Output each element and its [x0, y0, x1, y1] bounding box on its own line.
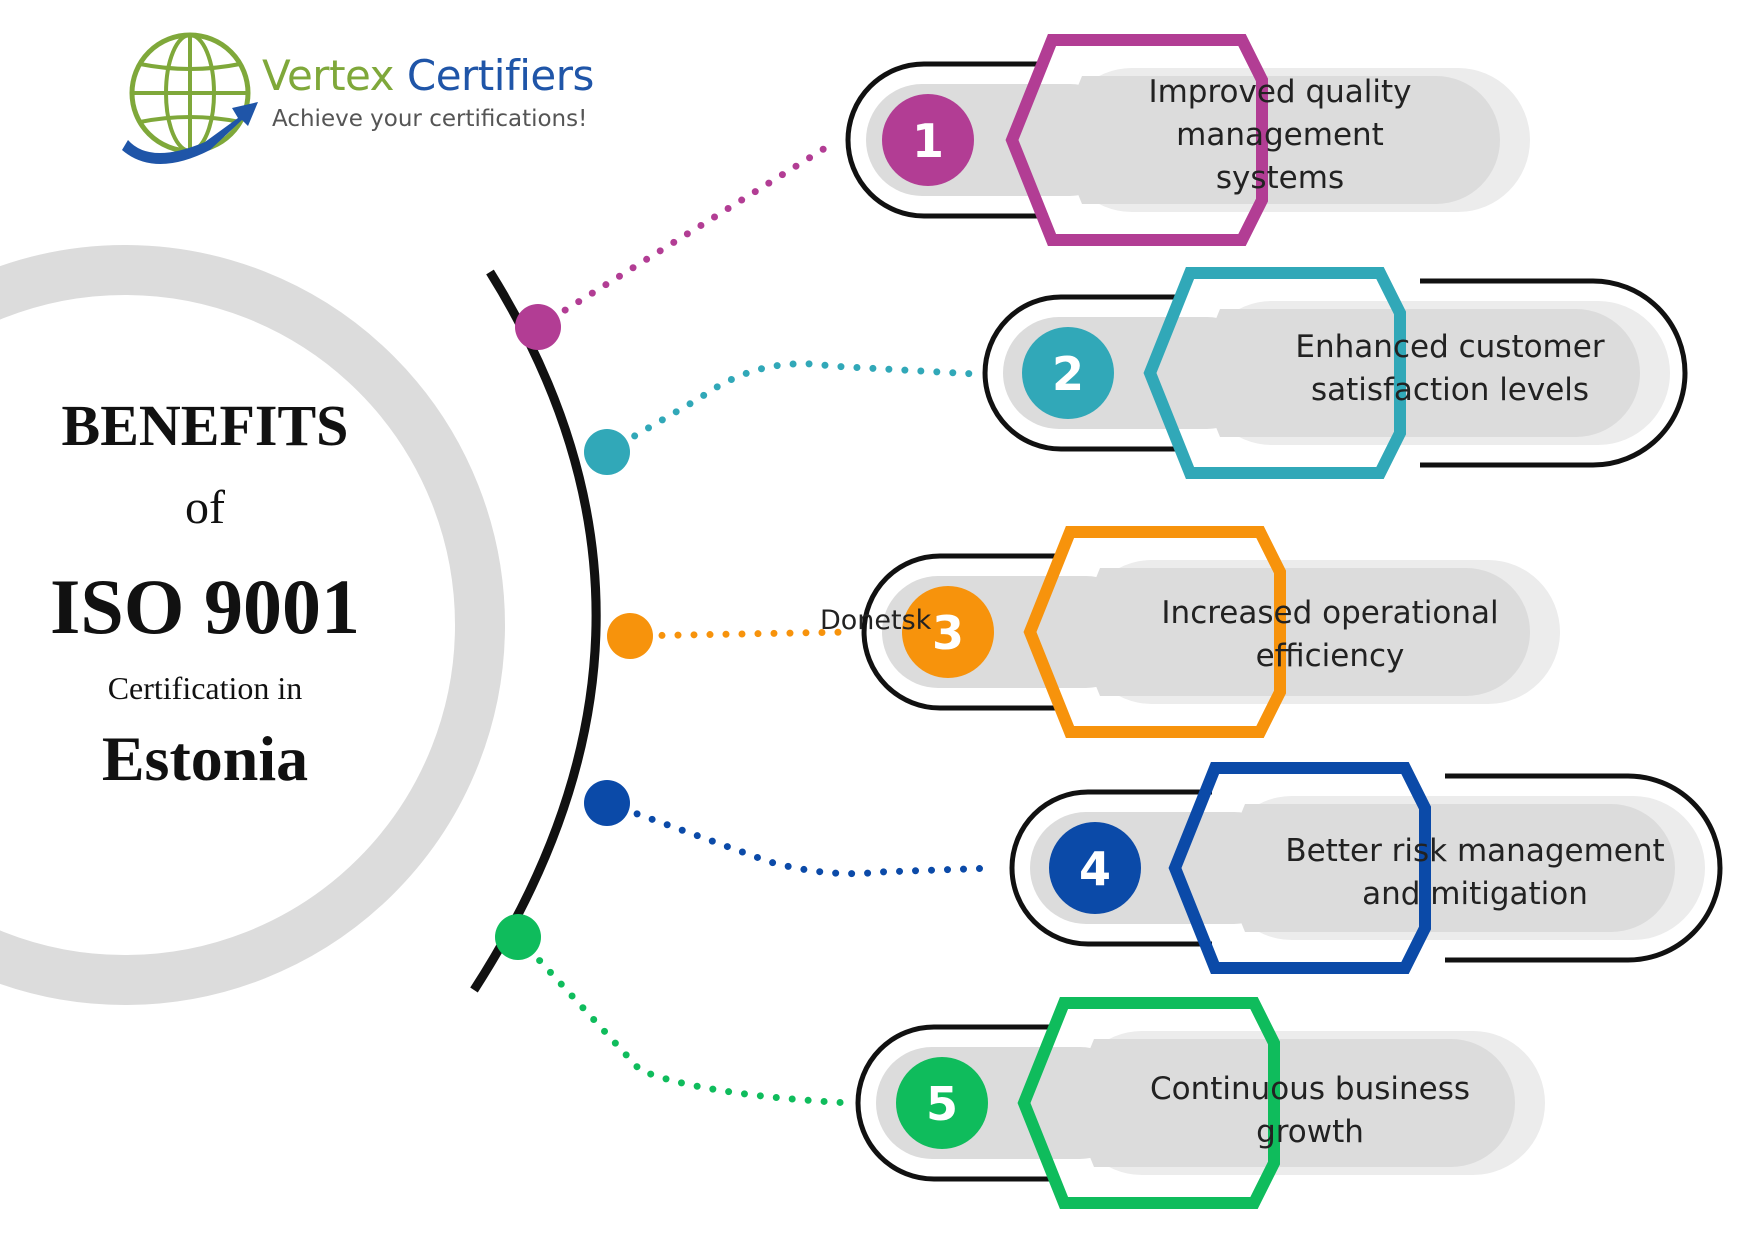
benefit-3-text: Increased operational efficiency: [1161, 595, 1499, 674]
title-standard: ISO 9001: [50, 563, 360, 650]
benefit-2-text: Enhanced customer satisfaction levels: [1295, 329, 1605, 408]
title-ring: [0, 245, 505, 1005]
benefit-5-node: [495, 914, 541, 960]
benefit-4-right-outline: [1445, 773, 1723, 963]
benefit-4-hexagon-fill: [1219, 804, 1415, 932]
benefit-5-hexagon: [1017, 997, 1280, 1209]
benefit-2-node: [584, 429, 630, 475]
title-certification-in: Certification in: [107, 670, 303, 706]
benefit-5-connector: [514, 933, 854, 1107]
title-country: Estonia: [101, 723, 309, 794]
benefit-graphics: 1 2 3 4 5: [495, 34, 1723, 1209]
title-of: of: [185, 481, 225, 534]
benefit-3-connector: [626, 628, 854, 640]
benefit-5-outline: [855, 1024, 1058, 1182]
benefit-1-outline: [845, 61, 1048, 219]
benefit-4-hexagon: [1168, 762, 1431, 974]
benefit-2-number-badge: [1022, 327, 1114, 419]
benefit-1-connector: [534, 141, 834, 331]
benefit-3-hexagon-fill: [1074, 568, 1270, 696]
benefit-2-right-outline: [1420, 278, 1688, 468]
benefit-1-text: Improved quality management systems: [1148, 73, 1412, 196]
benefit-4-number: 4: [1079, 842, 1111, 896]
logo-word-vertex: Vertex: [262, 51, 395, 100]
logo-tagline: Achieve your certifications!: [272, 106, 588, 132]
logo-wordmark: Vertex Certifiers: [262, 50, 594, 102]
benefit-1-node: [515, 304, 561, 350]
benefit-4-outline: [1009, 789, 1212, 947]
benefit-3-number: 3: [932, 606, 964, 660]
benefit-1-number: 1: [912, 114, 944, 168]
benefit-4-node: [584, 780, 630, 826]
title-benefits: BENEFITS: [61, 393, 349, 458]
map-label: Donetsk: [820, 605, 932, 636]
globe-arrow-icon: [122, 32, 258, 164]
benefit-3-outline: [861, 553, 1064, 711]
benefit-2-hexagon: [1143, 267, 1406, 479]
benefit-4-number-badge: [1049, 822, 1141, 914]
benefit-2-hexagon-fill: [1194, 309, 1390, 437]
benefit-3-hexagon: [1023, 526, 1286, 738]
benefit-1-hexagon-fill: [1056, 76, 1252, 204]
timeline-arc: [470, 269, 601, 993]
benefit-2-connector: [603, 360, 979, 456]
benefit-2-outline: [982, 294, 1185, 452]
benefit-3-node: [607, 613, 653, 659]
benefit-5-hexagon-fill: [1068, 1039, 1264, 1167]
benefit-5-number: 5: [926, 1077, 958, 1131]
benefit-4-text: Better risk management and mitigation: [1285, 833, 1665, 912]
benefit-3-number-badge: [902, 586, 994, 678]
benefit-1-number-badge: [882, 94, 974, 186]
benefit-5-text: Continuous business growth: [1149, 1071, 1471, 1150]
benefit-1-hexagon: [1005, 34, 1268, 246]
benefit-5-number-badge: [896, 1057, 988, 1149]
benefit-4-connector: [603, 799, 999, 878]
logo-word-certifiers: Certifiers: [406, 51, 595, 100]
benefit-2-number: 2: [1052, 347, 1084, 401]
